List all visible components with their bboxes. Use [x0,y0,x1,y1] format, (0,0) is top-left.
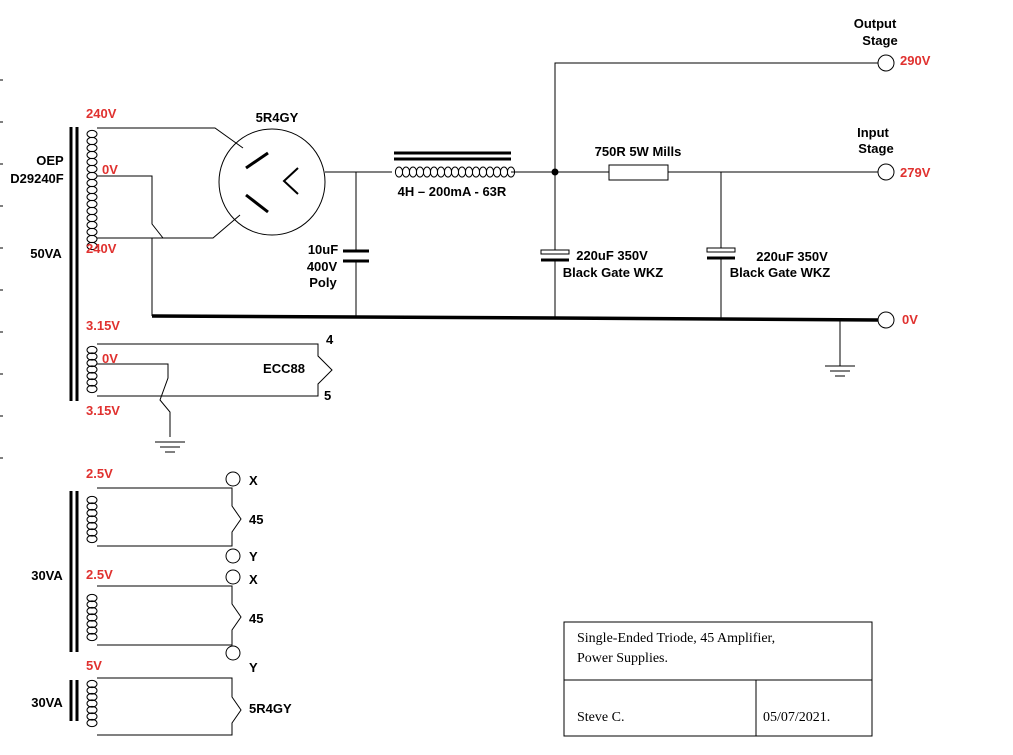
transformer-rating: 50VA [30,246,62,261]
page-edge-ticks [0,79,3,459]
heater-tube-label: ECC88 [263,361,305,376]
output-stage-line1: Output [854,16,897,31]
input-stage-line1: Input [857,125,889,140]
primary-coil [86,129,98,251]
filament-rating: 30VA [31,568,63,583]
cap1-voltage: 400V [307,259,338,274]
heater-bottom-voltage: 3.15V [86,403,120,418]
tap-bottom-voltage: 240V [86,241,117,256]
heater-coil [86,345,98,394]
bottom-tube: 45 [249,611,263,626]
resistor-label: 750R 5W Mills [595,144,682,159]
pin-b-label: 5 [324,388,331,403]
filament-transformer [69,471,242,661]
heater-wiring [97,343,333,453]
rectifier-label: 5R4GY [256,110,299,125]
top-pin-y: Y [249,549,258,564]
filament-top-voltage: 2.5V [86,466,113,481]
cap3-value: 220uF 350V [756,249,828,264]
ground-bus [151,311,895,377]
ground-symbol-heater [154,441,186,453]
cap2-value: 220uF 350V [576,248,648,263]
input-terminal [877,163,895,181]
output-voltage: 290V [900,53,931,68]
tap-center-voltage: 0V [102,162,118,177]
ground-symbol-main [824,365,856,377]
author: Steve C. [577,710,624,725]
top-tube: 45 [249,512,263,527]
title-line2: Power Supplies. [577,651,668,666]
rectifier-tube [218,128,392,236]
title-block [563,621,873,737]
transformer-part: D29240F [10,171,64,186]
input-stage-line2: Stage [858,141,893,156]
bottom-pin-x: X [249,572,258,587]
output-stage-line2: Stage [862,33,897,48]
heater-center-voltage: 0V [102,351,118,366]
cap2-type: Black Gate WKZ [563,265,663,280]
cap3 [706,172,736,319]
main-transformer [69,127,98,401]
choke [394,151,555,178]
rectifier-filament-voltage: 5V [86,658,102,673]
choke-label: 4H – 200mA - 63R [398,184,507,199]
resistor [555,163,895,181]
ground-voltage: 0V [902,312,918,327]
rectifier-filament-tube: 5R4GY [249,701,292,716]
date: 05/07/2021. [763,710,830,725]
cap1 [343,172,369,318]
tap-top-voltage: 240V [86,106,117,121]
secondary-wiring [97,127,244,316]
cap1-type: Poly [309,275,337,290]
filament-bottom-voltage: 2.5V [86,567,113,582]
ground-terminal [877,311,895,329]
cap3-type: Black Gate WKZ [730,265,830,280]
cap2 [540,172,570,318]
bottom-pin-y: Y [249,660,258,675]
rectifier-filament-transformer [69,677,242,736]
top-pin-x: X [249,473,258,488]
pin-a-label: 4 [326,332,334,347]
title-line1: Single-Ended Triode, 45 Amplifier, [577,631,775,646]
rectifier-filament-rating: 30VA [31,695,63,710]
input-voltage: 279V [900,165,931,180]
cap1-value: 10uF [308,242,338,257]
heater-top-voltage: 3.15V [86,318,120,333]
output-terminal [877,54,895,72]
transformer-name: OEP [36,153,64,168]
